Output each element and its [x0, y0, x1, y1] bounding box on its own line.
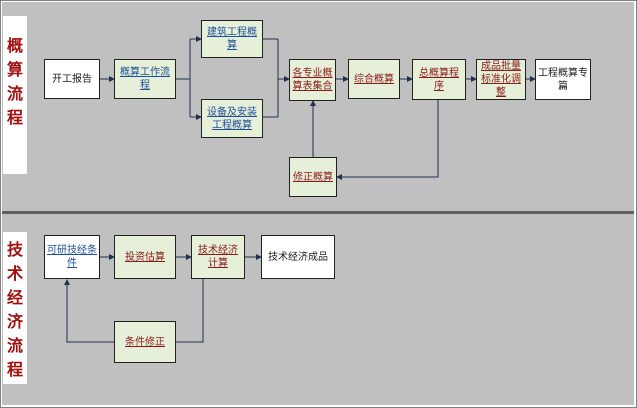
budget-process-label: 概 算 流 程 — [3, 16, 27, 174]
node-kaigong: 开工报告 — [44, 59, 100, 99]
label-char: 算 — [6, 60, 23, 79]
node-tiaojian-xiuzheng: 条件修正 — [114, 321, 176, 363]
node-zhuanpian: 工程概算专篇 — [535, 59, 591, 100]
node-gaisuan-liucheng: 概算工作流程 — [114, 59, 176, 99]
node-jianzhu: 建筑工程概算 — [201, 20, 263, 58]
node-chengpin: 成品批量标准化调整 — [476, 59, 526, 100]
label-char: 经 — [6, 288, 23, 307]
node-touzi: 投资估算 — [114, 235, 176, 279]
node-jishu-sheji: 技术经济计算 — [191, 235, 245, 279]
label-char: 术 — [6, 264, 23, 283]
node-keyan: 可研技经条件 — [44, 235, 100, 279]
tech-economic-label: 技 术 经 济 流 程 — [3, 232, 27, 384]
node-zonghe: 综合概算 — [348, 59, 400, 99]
node-gezhuanye: 各专业概算表集合 — [289, 59, 336, 101]
arrow-feedback-to-xiuzheng — [336, 100, 439, 180]
label-char: 技 — [6, 240, 23, 259]
label-char: 程 — [6, 360, 23, 379]
node-xiuzheng-gaisuan: 修正概算 — [289, 157, 337, 197]
label-char: 流 — [6, 336, 23, 355]
label-char: 概 — [6, 36, 23, 55]
line-jishu-to-xiuzheng — [176, 279, 204, 343]
node-chengpin-jishu: 技术经济成品 — [261, 235, 335, 279]
label-char: 流 — [6, 84, 23, 103]
panel-divider — [2, 211, 634, 214]
label-char: 济 — [6, 312, 23, 331]
arrow-xiuzheng-to-keyan — [64, 279, 114, 343]
node-zong-chengxu: 总概算程序 — [412, 59, 466, 100]
label-char: 程 — [6, 108, 23, 127]
node-shebei: 设备及安装工程概算 — [201, 99, 263, 138]
